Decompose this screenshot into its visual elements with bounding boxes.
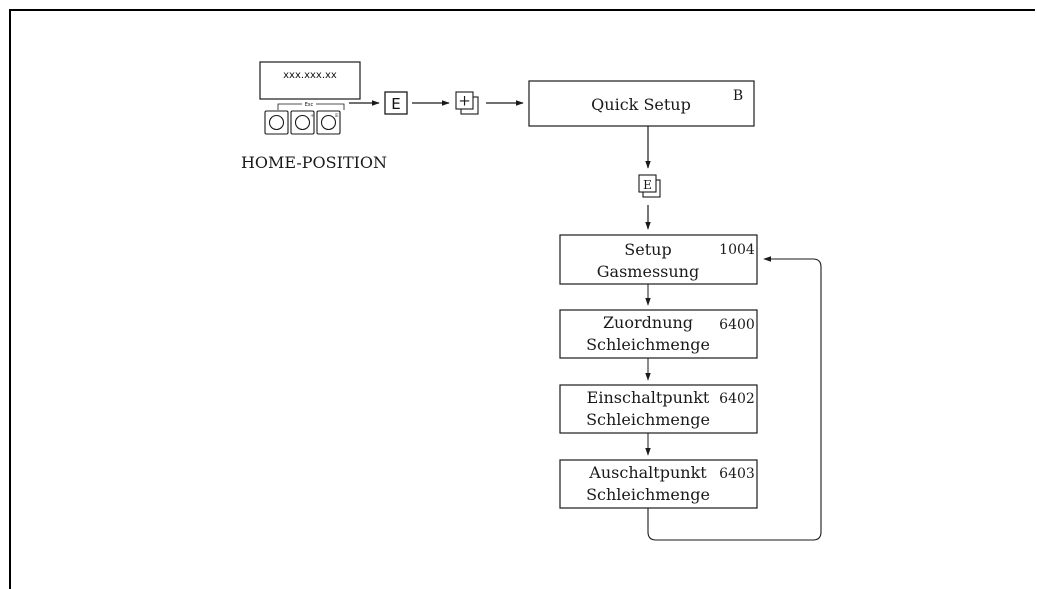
figure-frame xyxy=(9,9,1035,589)
quick-setup-marker: B xyxy=(733,88,743,104)
svg-text:+: + xyxy=(310,113,314,119)
step-line1: Einschaltpunkt xyxy=(587,388,710,407)
step-line1: Setup xyxy=(624,240,671,259)
enter-key-icon[interactable]: E xyxy=(316,110,341,135)
svg-text:E: E xyxy=(335,113,339,119)
home-position-caption: HOME-POSITION xyxy=(241,153,387,172)
step-box-auschaltpunkt-schleichmenge[interactable]: Auschaltpunkt Schleichmenge 6403 xyxy=(559,459,758,509)
loop-back-arrow xyxy=(647,256,822,541)
esc-label: Esc xyxy=(305,102,314,108)
step-box-setup-gasmessung[interactable]: Setup Gasmessung 1004 xyxy=(559,234,758,285)
enter-key-icon: E xyxy=(384,91,408,115)
step-line2: Schleichmenge xyxy=(586,335,710,354)
plus-key-icon[interactable]: + xyxy=(290,110,315,135)
step-line1: Auschaltpunkt xyxy=(588,463,707,482)
step-line2: Schleichmenge xyxy=(586,410,710,429)
step-line2: Gasmessung xyxy=(597,262,699,281)
enter-key-letter: E xyxy=(643,178,652,192)
plus-key-icon: + xyxy=(455,91,479,115)
step-line2: Schleichmenge xyxy=(586,485,710,504)
enter-key-icon: E xyxy=(638,174,661,198)
step-box-einschaltpunkt-schleichmenge[interactable]: Einschaltpunkt Schleichmenge 6402 xyxy=(559,384,758,434)
quick-setup-box[interactable]: Quick Setup B xyxy=(528,80,755,127)
plus-key-symbol: + xyxy=(458,92,471,110)
step-line1: Zuordnung xyxy=(603,313,693,332)
enter-key-letter: E xyxy=(391,95,400,113)
device-lcd-display xyxy=(259,61,361,100)
step-code: 6400 xyxy=(719,317,755,333)
step-code: 1004 xyxy=(719,242,755,258)
quick-setup-title: Quick Setup xyxy=(591,95,691,114)
step-code: 6402 xyxy=(719,391,755,407)
step-code: 6403 xyxy=(719,466,755,482)
minus-key-icon[interactable] xyxy=(264,110,289,135)
device-display-text: xxx.xxx.xx xyxy=(283,70,337,81)
step-box-zuordnung-schleichmenge[interactable]: Zuordnung Schleichmenge 6400 xyxy=(559,309,758,359)
device-icon: xxx.xxx.xx Esc + E xyxy=(259,61,361,135)
